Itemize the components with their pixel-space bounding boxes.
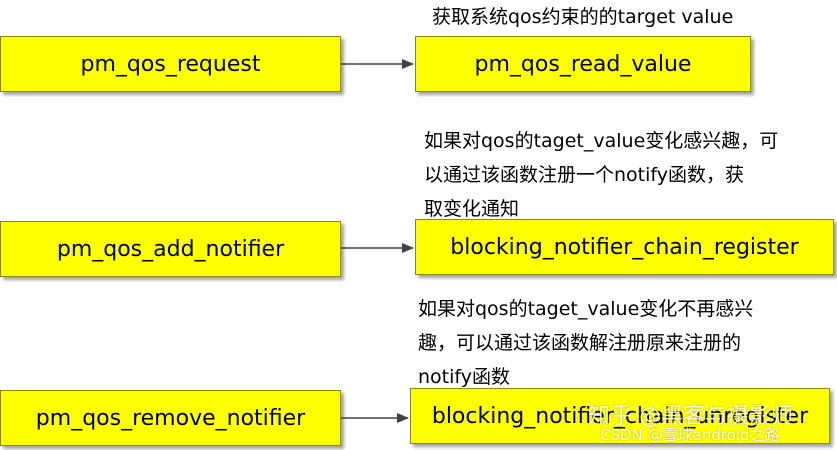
box-pm-qos-add-notifier: pm_qos_add_notifier <box>0 221 341 277</box>
box-pm-qos-remove-notifier: pm_qos_remove_notifier <box>0 390 341 446</box>
box-blocking-notifier-chain-register: blocking_notifier_chain_register <box>415 219 834 275</box>
box-blocking-notifier-chain-unregister: blocking_notifier_chain_unregister <box>410 388 830 444</box>
note-read-value: 获取系统qos约束的的target value <box>432 6 734 28</box>
watermark-zhihu: 知乎 @黑客与摄影师 <box>588 404 793 429</box>
box-pm-qos-read-value: pm_qos_read_value <box>415 36 751 92</box>
note-add-notifier: 如果对qos的taget_value变化感兴趣，可 以通过该函数注册一个noti… <box>424 130 779 220</box>
watermark-csdn: CSDN @雪球android之路 <box>600 426 780 444</box>
note-remove-notifier: 如果对qos的taget_value变化不再感兴 趣，可以通过该函数解注册原来注… <box>418 298 754 388</box>
box-pm-qos-request: pm_qos_request <box>0 36 341 92</box>
